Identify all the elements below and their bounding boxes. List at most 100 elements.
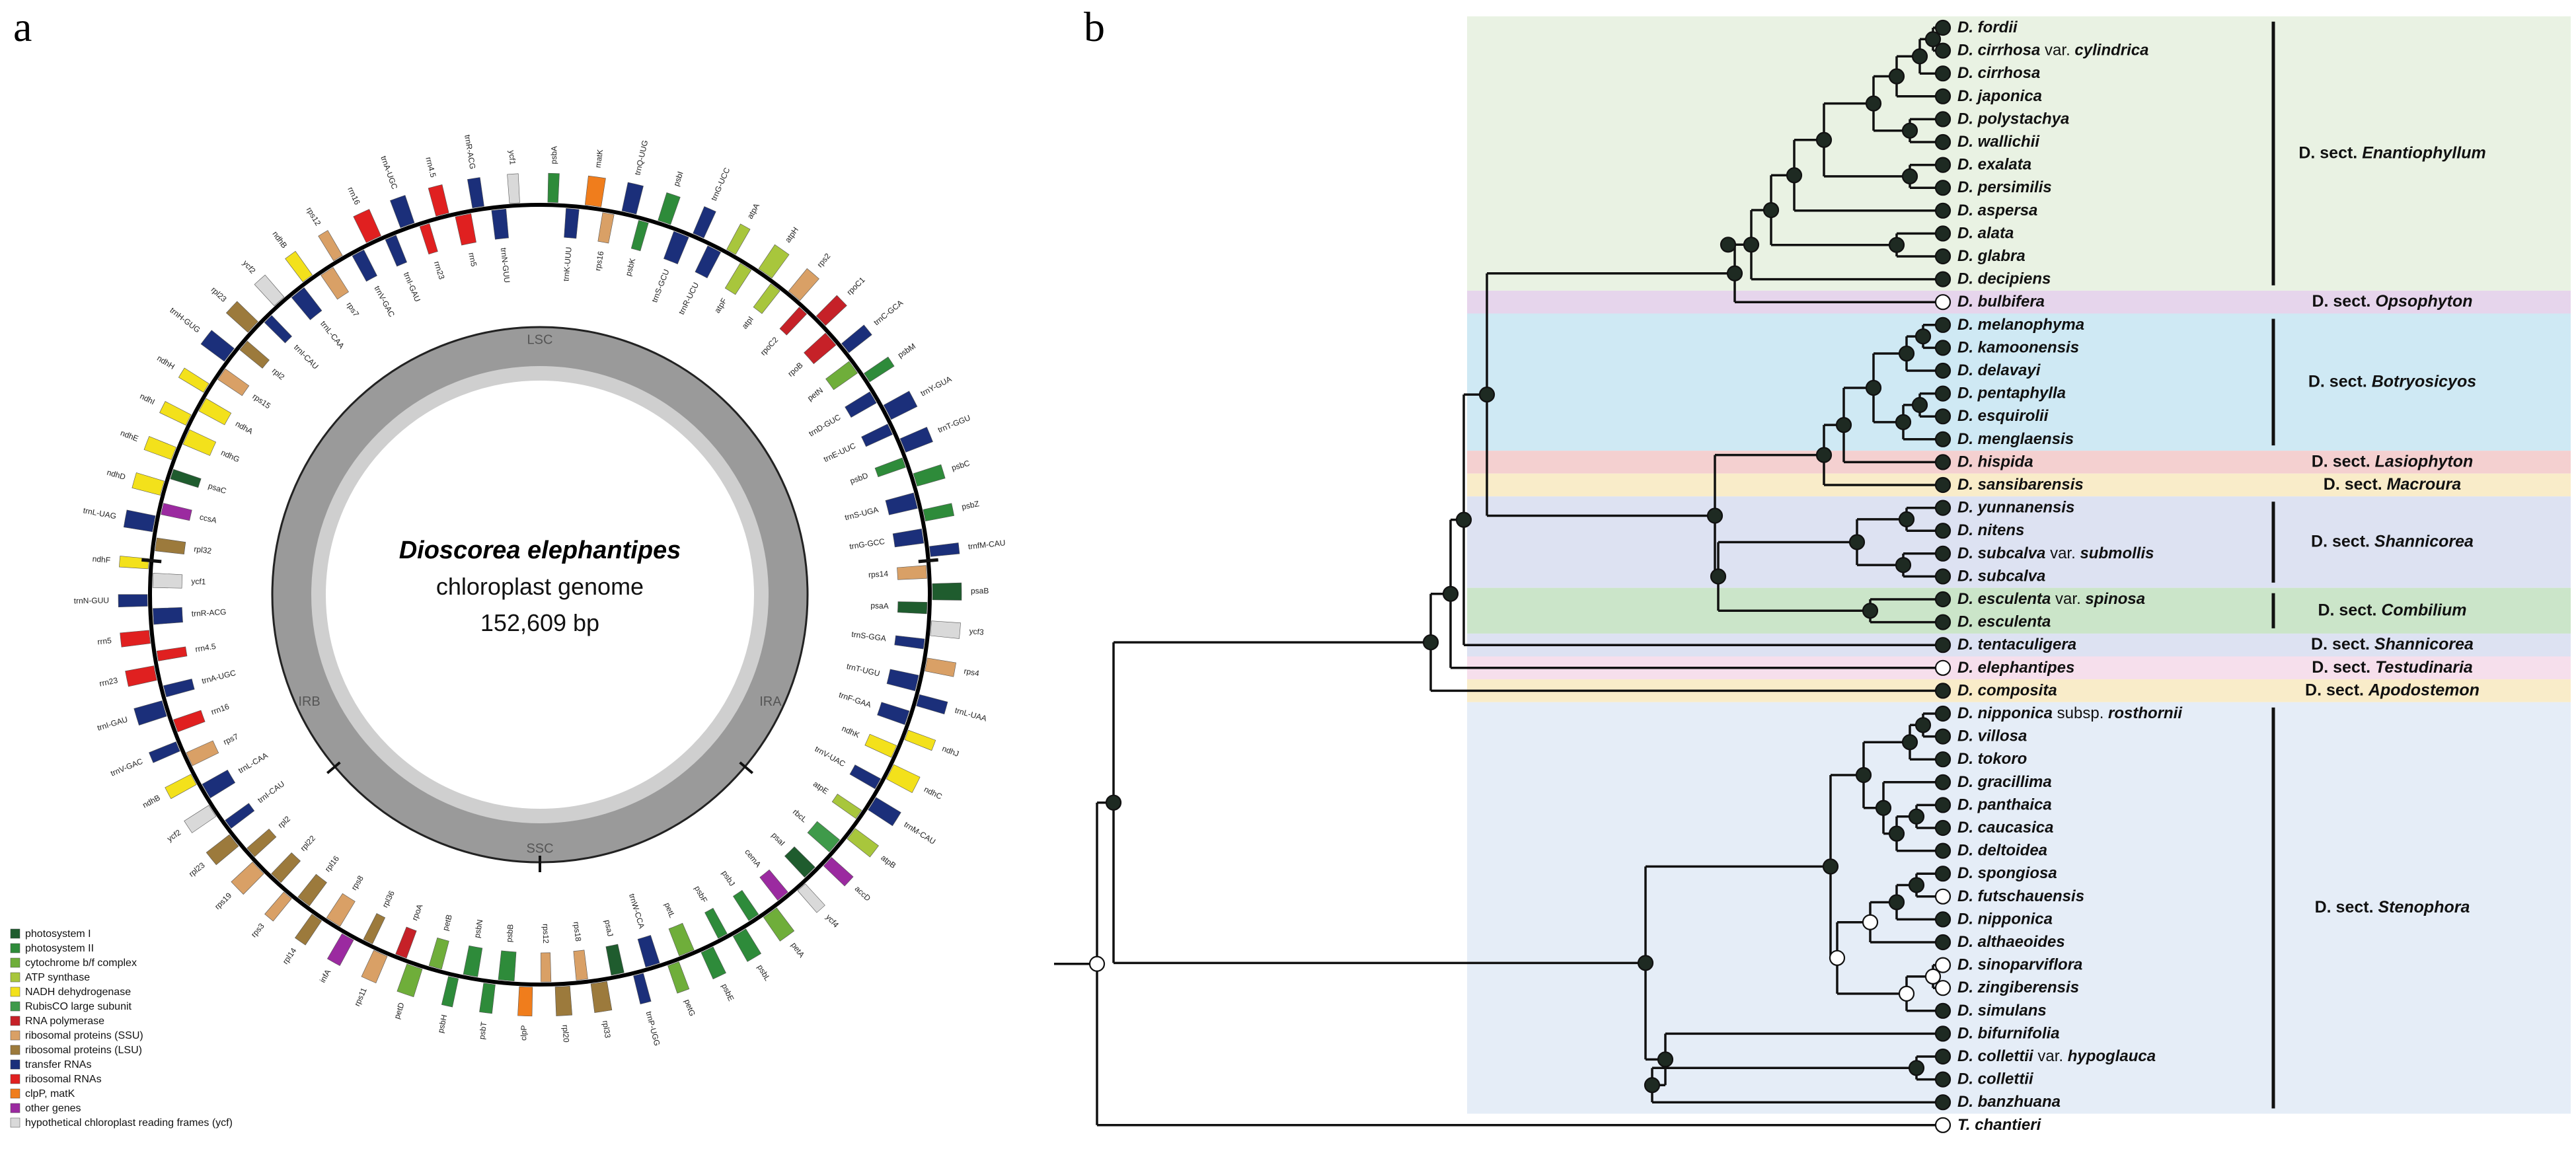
gene-label: trnS-GCU (650, 268, 671, 304)
tip-node (1934, 362, 1951, 379)
gene-label: rpoB (786, 360, 804, 378)
gene-block-rps12 (318, 230, 343, 262)
gene-label: psbC (950, 459, 971, 473)
gene-block-ycf4 (797, 883, 825, 913)
support-node (1088, 955, 1106, 972)
taxon-labels: D. fordii D. cirrhosa var. cylindrica D. c… (1957, 19, 2183, 1134)
gene-label: rrn23 (432, 260, 447, 281)
gene-block-rps3 (264, 891, 292, 922)
gene-block-trnI-CAU (264, 315, 293, 344)
gene-label: psaC (207, 481, 227, 496)
gene-label: ndhG (219, 448, 241, 465)
support-node (1644, 1077, 1661, 1094)
gene-label: rpl22 (299, 833, 318, 852)
tip-node (1934, 934, 1951, 951)
legend-swatch (10, 1030, 20, 1041)
taxon-label: D. delavayi (1957, 361, 2041, 379)
gene-label: matK (593, 149, 605, 168)
gene-block-ycf3 (930, 620, 961, 639)
gene-label: rps14 (868, 569, 889, 579)
gene-label: rpl16 (323, 854, 342, 874)
gene-label: rrn23 (98, 675, 119, 688)
gene-block-petB (428, 937, 449, 970)
gene-label: atpH (783, 225, 800, 244)
gene-block-accD (823, 857, 854, 887)
gene-label: ndhB (270, 229, 289, 250)
tip-node (1934, 637, 1951, 653)
tip-node (1934, 340, 1951, 356)
gene-block-trnT-UGU (886, 669, 919, 691)
outer-genome-ring (148, 203, 932, 987)
support-node (1924, 968, 1942, 985)
gene-label: trnT-UGU (846, 661, 881, 678)
gene-block-ycf2 (184, 805, 217, 833)
section-bands (1467, 16, 2571, 1114)
gene-label: ycf3 (969, 626, 984, 637)
gene-block-ndhH (178, 367, 209, 393)
gene-block-petN (825, 361, 858, 391)
gene-block-trnS-GGA (894, 635, 925, 650)
gene-label: atpF (712, 297, 729, 315)
gene-block-trnA-UGC (390, 195, 415, 229)
tip-node (1934, 1117, 1951, 1133)
tip-node (1934, 408, 1951, 425)
section-label: D. sect. Combilium (2318, 601, 2466, 619)
section-label: D. sect. Apodostemon (2305, 681, 2480, 699)
legend-entry: clpP, matK (25, 1088, 75, 1099)
support-node (1908, 877, 1925, 893)
gene-label: psaI (770, 831, 787, 848)
legend-entry: other genes (25, 1103, 81, 1114)
section-band (1467, 451, 2571, 474)
support-node (1865, 379, 1882, 396)
gene-label: trnI-GAU (96, 715, 128, 733)
support-node (1710, 568, 1727, 585)
taxon-label: D. kamoonensis (1957, 339, 2079, 357)
support-node (1815, 131, 1833, 148)
gene-block-atpA (726, 223, 751, 255)
gene-label: trnM-CAU (903, 820, 938, 846)
tip-node (1934, 1002, 1951, 1019)
gene-block-trnN-GUU (118, 594, 148, 608)
gene-block-rps12 (541, 952, 552, 983)
gene-block-trnM-CAU (868, 797, 901, 827)
gene-label: rps4 (963, 666, 980, 678)
tip-node (1934, 180, 1951, 196)
taxon-label: D. composita (1957, 682, 2057, 700)
tip-node (1934, 614, 1951, 630)
support-node (1855, 766, 1872, 784)
support-node (1908, 808, 1925, 825)
gene-block-psaC (170, 468, 202, 488)
gene-label: ndhB (141, 793, 161, 810)
gene-block-rrn4.5 (156, 646, 188, 661)
tip-node (1934, 774, 1951, 790)
tip-node (1934, 317, 1951, 333)
gene-label: rpl33 (601, 1020, 613, 1039)
gene-label: ndhC (923, 784, 944, 801)
gene-block-ndhJ (904, 729, 936, 751)
tip-node (1934, 1094, 1951, 1111)
legend-entry: ribosomal proteins (SSU) (25, 1030, 143, 1041)
gene-label: infA (318, 968, 332, 985)
gene-block-psbT (479, 983, 496, 1014)
tip-node (1934, 1025, 1951, 1042)
support-node (1865, 95, 1882, 112)
taxon-label: D. cirrhosa var. cylindrica (1957, 42, 2148, 59)
gene-label: atpI (740, 315, 755, 330)
gene-label: rps7 (345, 301, 361, 318)
gene-label: trnW-CCA (627, 893, 646, 930)
gene-block-ccsA (161, 503, 192, 521)
taxon-label: D. pentaphylla (1957, 385, 2066, 402)
tip-node (1934, 454, 1951, 470)
region-label-ira: IRA (759, 694, 782, 709)
gene-block-rpl20 (554, 985, 573, 1016)
gene-label: psbD (849, 470, 869, 486)
taxon-label: D. fordii (1957, 19, 2018, 36)
taxon-label: D. wallichii (1957, 133, 2040, 151)
legend-entry: RNA polymerase (25, 1016, 104, 1027)
taxon-label: D. esquirolii (1957, 408, 2049, 426)
section-label: D. sect. Shannicorea (2311, 635, 2474, 653)
gene-label: trnR-ACG (191, 607, 226, 618)
gene-label: trnN-GUU (499, 247, 512, 283)
gene-label: rrn4.5 (194, 642, 216, 654)
